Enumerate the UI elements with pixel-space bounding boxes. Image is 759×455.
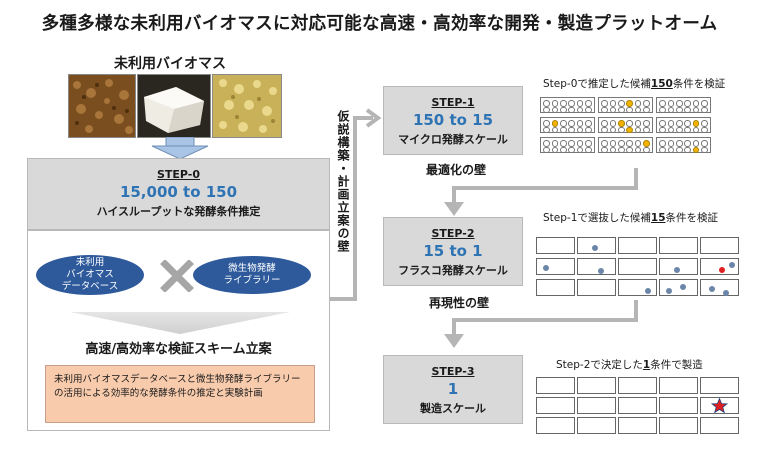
biomass-photo-3 <box>212 74 282 138</box>
microplate <box>598 97 653 113</box>
manufacturing-cell <box>577 417 616 434</box>
microplate <box>540 117 595 133</box>
wall-reproducibility: 再現性の壁 <box>429 296 490 310</box>
microplate <box>540 137 595 153</box>
biomass-photo-1 <box>68 74 136 138</box>
page-title: 多種多様な未利用バイオマスに対応可能な高速・高効率な開発・製造プラットオーム <box>41 14 718 34</box>
manufacturing-cell <box>659 377 698 394</box>
vertical-wall-label: 仮説構築・計画立案の壁 <box>336 110 350 253</box>
flask-cell <box>618 258 657 275</box>
cross-icon <box>160 260 194 292</box>
step1-header: STEP-1 <box>431 96 475 109</box>
step2-header: STEP-2 <box>431 227 475 240</box>
flask-cell <box>536 237 575 254</box>
flask-cell <box>659 237 698 254</box>
microplate <box>598 137 653 153</box>
step0-header: STEP-0 <box>156 168 201 181</box>
plan-description-box: 未利用バイオマスデータベースと微生物発酵ライブラリーの活用による効率的な発酵条件… <box>45 365 315 423</box>
step2-desc: フラスコ発酵スケール <box>398 264 508 277</box>
manufacturing-cell <box>618 397 657 414</box>
star-icon <box>710 397 729 414</box>
step3-caption: Step-2で決定した1条件で製造 <box>556 359 703 371</box>
flask-cell <box>618 279 657 296</box>
manufacturing-cell <box>700 397 739 414</box>
step1-caption: Step-0で推定した候補150条件を検証 <box>543 78 726 90</box>
microplate <box>540 97 595 113</box>
step2-to-step3-arrow-icon <box>444 300 638 348</box>
flask-cell <box>577 279 616 296</box>
microplate <box>656 97 711 113</box>
flask-cell <box>700 258 739 275</box>
step2-box: STEP-2 15 to 1 フラスコ発酵スケール <box>383 217 523 286</box>
step3-box: STEP-3 1 製造スケール <box>383 355 523 424</box>
step2-ratio: 15 to 1 <box>423 242 483 260</box>
microplate <box>656 137 711 153</box>
step3-desc: 製造スケール <box>420 402 486 415</box>
flask-cell <box>700 237 739 254</box>
biomass-photo-2 <box>137 74 211 138</box>
manufacturing-cell <box>618 417 657 434</box>
step2-caption: Step-1で選抜した候補15条件を検証 <box>543 212 719 224</box>
manufacturing-cell <box>659 397 698 414</box>
manufacturing-cell <box>536 377 575 394</box>
flask-cell <box>536 279 575 296</box>
flask-cell <box>659 279 698 296</box>
manufacturing-cell <box>577 397 616 414</box>
flask-cell <box>577 237 616 254</box>
microplate <box>598 117 653 133</box>
scheme-label: 高速/高効率な検証スキーム立案 <box>85 342 272 357</box>
step3-header: STEP-3 <box>431 365 475 378</box>
manufacturing-cell <box>536 417 575 434</box>
down-arrow-icon <box>151 137 209 159</box>
flask-cell <box>659 258 698 275</box>
step1-desc: マイクロ発酵スケール <box>398 133 508 146</box>
step1-ratio: 150 to 15 <box>412 111 494 129</box>
wall-optimization: 最適化の壁 <box>426 163 487 177</box>
flask-cell <box>577 258 616 275</box>
manufacturing-cell <box>577 377 616 394</box>
flask-cell <box>536 258 575 275</box>
connector-arrow-icon <box>330 108 382 301</box>
manufacturing-cell <box>536 397 575 414</box>
step0-box: STEP-0 15,000 to 150 ハイスループットな発酵条件推定 <box>27 158 330 230</box>
step1-to-step2-arrow-icon <box>444 168 638 216</box>
manufacturing-cell <box>700 417 739 434</box>
manufacturing-cell <box>659 417 698 434</box>
biomass-label: 未利用バイオマス <box>114 56 226 72</box>
fermentation-library-ellipse: 微生物発酵 ライブラリー <box>193 256 311 294</box>
manufacturing-cell <box>618 377 657 394</box>
funnel-arrow-icon <box>70 312 290 334</box>
microplate <box>656 117 711 133</box>
biomass-database-ellipse: 未利用 バイオマス データベース <box>36 255 144 295</box>
step0-desc: ハイスループットな発酵条件推定 <box>96 205 261 218</box>
step3-ratio: 1 <box>447 380 459 398</box>
flask-cell <box>618 237 657 254</box>
manufacturing-cell <box>700 377 739 394</box>
flask-cell <box>700 279 739 296</box>
step0-ratio: 15,000 to 150 <box>119 183 238 201</box>
step1-box: STEP-1 150 to 15 マイクロ発酵スケール <box>383 86 523 155</box>
